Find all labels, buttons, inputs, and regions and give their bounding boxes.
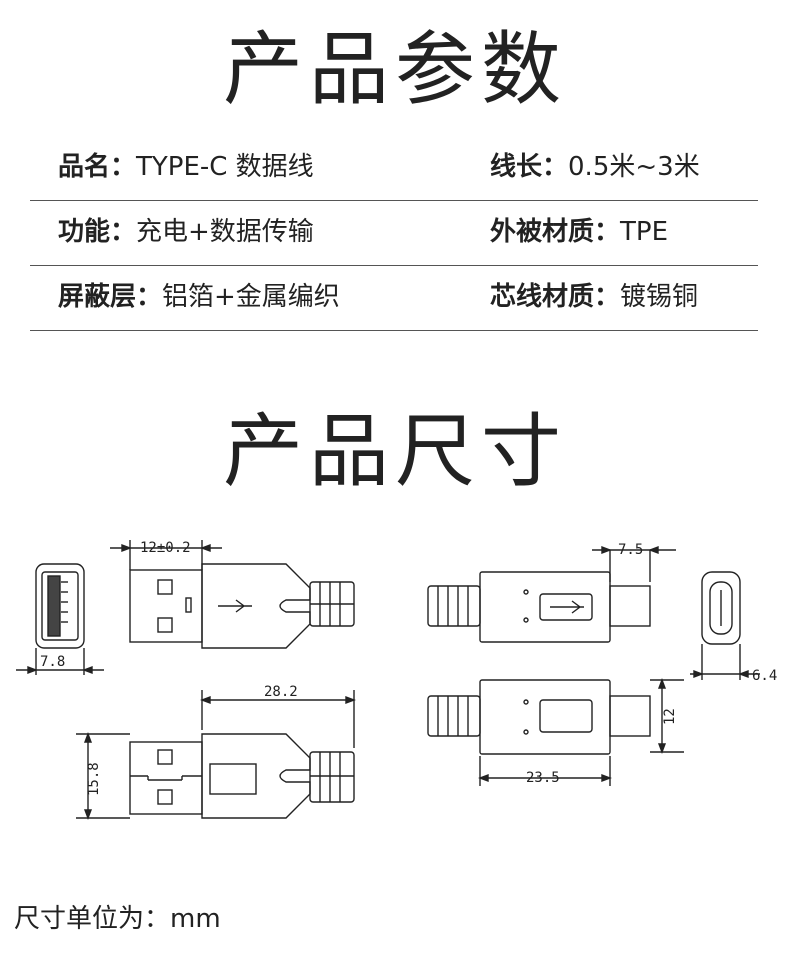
param-row: 品名：TYPE-C 数据线 线长：0.5米~3米 — [30, 135, 758, 201]
dim-usb-c-total-length: 23.5 — [526, 770, 560, 786]
dim-usb-c-tip-length: 7.5 — [618, 542, 643, 558]
param-function: 功能：充电+数据传输 — [58, 217, 314, 247]
param-jacket-material: 外被材质：TPE — [490, 217, 669, 247]
section-title-params: 产品参数 — [223, 23, 567, 116]
dim-usb-a-height: 15.8 — [86, 762, 102, 796]
param-product-name: 品名：TYPE-C 数据线 — [58, 152, 314, 182]
dim-usb-a-total-length: 28.2 — [264, 684, 298, 700]
param-cable-length: 线长：0.5米~3米 — [490, 152, 700, 182]
param-row: 功能：充电+数据传输 外被材质：TPE — [30, 200, 758, 266]
param-conductor-material: 芯线材质：镀锡铜 — [490, 282, 699, 312]
unit-note: 尺寸单位为：mm — [14, 904, 221, 934]
dim-usb-a-width: 7.8 — [40, 654, 65, 670]
usb-c-side-view — [427, 678, 684, 786]
dim-usb-a-head-length: 12±0.2 — [140, 540, 191, 556]
param-shielding: 屏蔽层：铝箔+金属编织 — [58, 282, 340, 312]
usb-c-top-view — [427, 545, 676, 643]
param-row: 屏蔽层：铝箔+金属编织 芯线材质：镀锡铜 — [30, 265, 758, 331]
usb-a-side-view — [76, 690, 356, 820]
dimension-drawing: 12±0.2 7.8 28.2 15.8 7.5 6.4 12 23.5 — [16, 540, 777, 820]
dim-usb-c-height: 12 — [662, 708, 678, 725]
dim-usb-c-width: 6.4 — [752, 668, 777, 684]
usb-a-top-view — [110, 540, 355, 649]
usb-c-front-view — [690, 571, 760, 680]
section-title-size: 产品尺寸 — [223, 405, 567, 498]
usb-a-front-view — [16, 563, 104, 675]
